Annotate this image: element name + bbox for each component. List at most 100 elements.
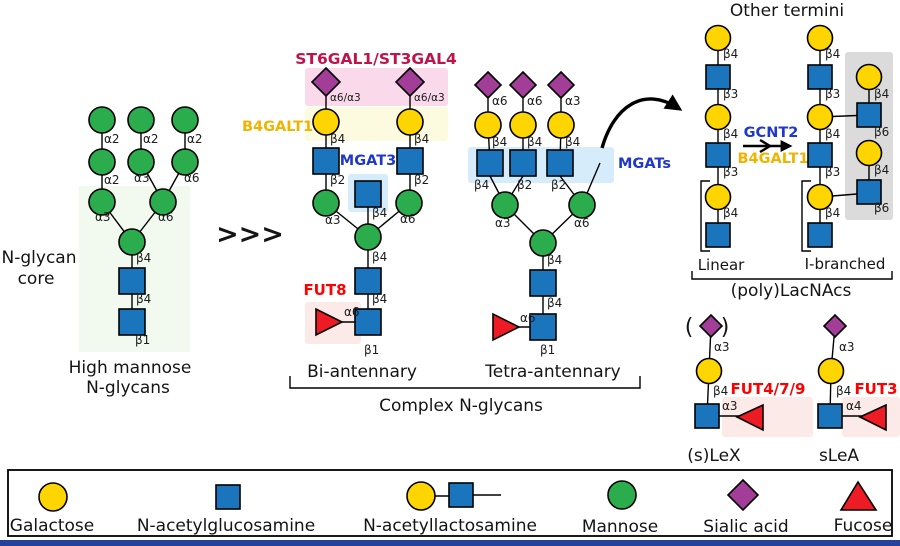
linkage-label: α6 <box>574 216 590 230</box>
linkage-label: β4 <box>547 253 562 267</box>
linkage-label: α6/α3 <box>414 92 445 104</box>
linkage-label: α3 <box>722 399 738 413</box>
linkage-label: β4 <box>372 250 387 264</box>
fucose-legend-icon <box>839 480 878 511</box>
linkage-label: α2 <box>104 173 120 187</box>
linkage-label: β3 <box>723 87 738 101</box>
glcnac-icon <box>312 147 340 175</box>
mannose-icon <box>88 106 116 134</box>
mannose-icon <box>149 188 177 216</box>
mannose-icon <box>171 148 199 176</box>
linkage-label: β4 <box>372 292 387 306</box>
n-glycan-core-label-line1: N-glycan <box>2 248 77 268</box>
b4galt1-enzyme-label: B4GALT1 <box>737 151 808 167</box>
lewis-antigens-section: ( ) α3 β4 α3 FUT4/7/9 (s)LeX α3 β4 α4 FU… <box>685 313 900 466</box>
linkage-label: β3 <box>825 87 840 101</box>
linkage-label: α2 <box>143 132 159 146</box>
linkage-label: β4 <box>723 206 738 220</box>
repeat-bracket <box>801 180 811 252</box>
linkage-label: β4 <box>136 251 151 265</box>
mannose-icon <box>88 188 116 216</box>
legend-item-label: Sialic acid <box>703 517 788 537</box>
linkage-label: β4 <box>723 47 738 61</box>
galactose-icon <box>855 63 883 91</box>
tetra-antennary-caption: Tetra-antennary <box>484 362 621 382</box>
glcnac-icon <box>529 313 557 341</box>
linkage-label: α2 <box>104 132 120 146</box>
fut479-enzyme-label: FUT4/7/9 <box>731 380 806 398</box>
gcnt2-enzyme-label: GCNT2 <box>744 125 799 141</box>
gcnt2-reaction: GCNT2 B4GALT1 <box>737 125 808 167</box>
legend-item-label: Mannose <box>582 517 658 537</box>
glycan-bonds <box>819 38 870 235</box>
linkage-label: α6 <box>400 212 416 226</box>
linkage-label: β1 <box>364 343 379 357</box>
sialic-acid-icon <box>546 70 576 100</box>
linkage-label: β3 <box>723 165 738 179</box>
linkage-label: β4 <box>836 384 851 398</box>
mannose-icon <box>395 189 423 217</box>
linkage-label: β2 <box>551 178 566 192</box>
sialic-acid-icon <box>822 313 848 339</box>
slea-structure: α3 β4 α4 FUT3 sLeA <box>817 313 900 466</box>
mannose-icon <box>354 223 382 251</box>
glcnac-icon <box>118 267 146 295</box>
sialic-acid-legend-icon <box>726 478 760 512</box>
linkage-label: β4 <box>414 132 429 146</box>
sialic-acid-icon <box>394 66 426 98</box>
linkage-label: α3 <box>714 340 730 354</box>
linkage-label: β1 <box>135 333 150 347</box>
mannose-icon <box>118 228 146 256</box>
linkage-label: α6 <box>184 171 200 185</box>
fut-highlight <box>722 397 813 437</box>
glcnac-icon <box>546 149 574 177</box>
glcnac-icon <box>118 308 146 336</box>
legend-item-label: Fucose <box>834 516 893 536</box>
mgats-highlight <box>468 147 614 183</box>
galactose-icon <box>547 111 575 139</box>
fucose-icon <box>735 403 764 432</box>
linkage-label: α6 <box>527 94 543 108</box>
fut3-enzyme-label: FUT3 <box>854 380 897 398</box>
glcnac-icon <box>529 269 557 297</box>
linkage-label: β4 <box>723 127 738 141</box>
linkage-label: β4 <box>372 206 387 220</box>
slex-structure: ( ) α3 β4 α3 FUT4/7/9 (s)LeX <box>685 313 813 466</box>
linkage-label: β4 <box>874 163 889 177</box>
galactose-icon <box>704 103 732 131</box>
branch-highlight <box>845 52 893 220</box>
fut8-enzyme-label: FUT8 <box>303 281 346 299</box>
linear-polylacnac-chain: β4 β3 β4 β3 β4 Linear <box>698 24 745 274</box>
legend-item-label: Galactose <box>10 516 94 536</box>
slea-caption: sLeA <box>819 446 859 466</box>
linkage-label: α3 <box>325 213 341 227</box>
galactose-icon <box>695 357 723 385</box>
linkage-label: α6 <box>344 305 360 319</box>
galactose-legend-icon <box>38 482 68 512</box>
galactose-icon <box>312 108 340 136</box>
linkage-label: β4 <box>825 127 840 141</box>
flow-chevrons: >>> <box>216 219 284 250</box>
galactose-icon <box>806 24 834 52</box>
mgat3-enzyme-label: MGAT3 <box>340 153 396 169</box>
linear-label: Linear <box>698 256 745 274</box>
linkage-label: α3 <box>495 216 511 230</box>
linkage-label: β1 <box>540 343 555 357</box>
linkage-label: β4 <box>136 292 151 306</box>
complex-bracket <box>289 376 641 389</box>
high-mannose-caption-line1: High mannose <box>69 358 192 378</box>
mannose-icon <box>568 191 596 219</box>
n-glycan-core-label-line2: core <box>18 269 55 289</box>
linkage-label: α3 <box>134 171 150 185</box>
linkage-label: β6 <box>874 201 889 215</box>
linkage-label: β4 <box>874 87 889 101</box>
linkage-label: β4 <box>565 135 580 149</box>
ibranched-polylacnac-chain: β4 β3 β4 β3 β4 β4 β6 β4 β6 I-branched <box>801 24 893 273</box>
linkage-label: β2 <box>517 178 532 192</box>
other-termini-section: Other termini β4 β3 β4 β3 β4 Linear GCNT… <box>691 1 893 301</box>
complex-n-glycans-caption: Complex N-glycans <box>379 396 543 416</box>
linkage-label: α4 <box>846 399 862 413</box>
linkage-label: β4 <box>330 132 345 146</box>
galactose-icon <box>704 183 732 211</box>
